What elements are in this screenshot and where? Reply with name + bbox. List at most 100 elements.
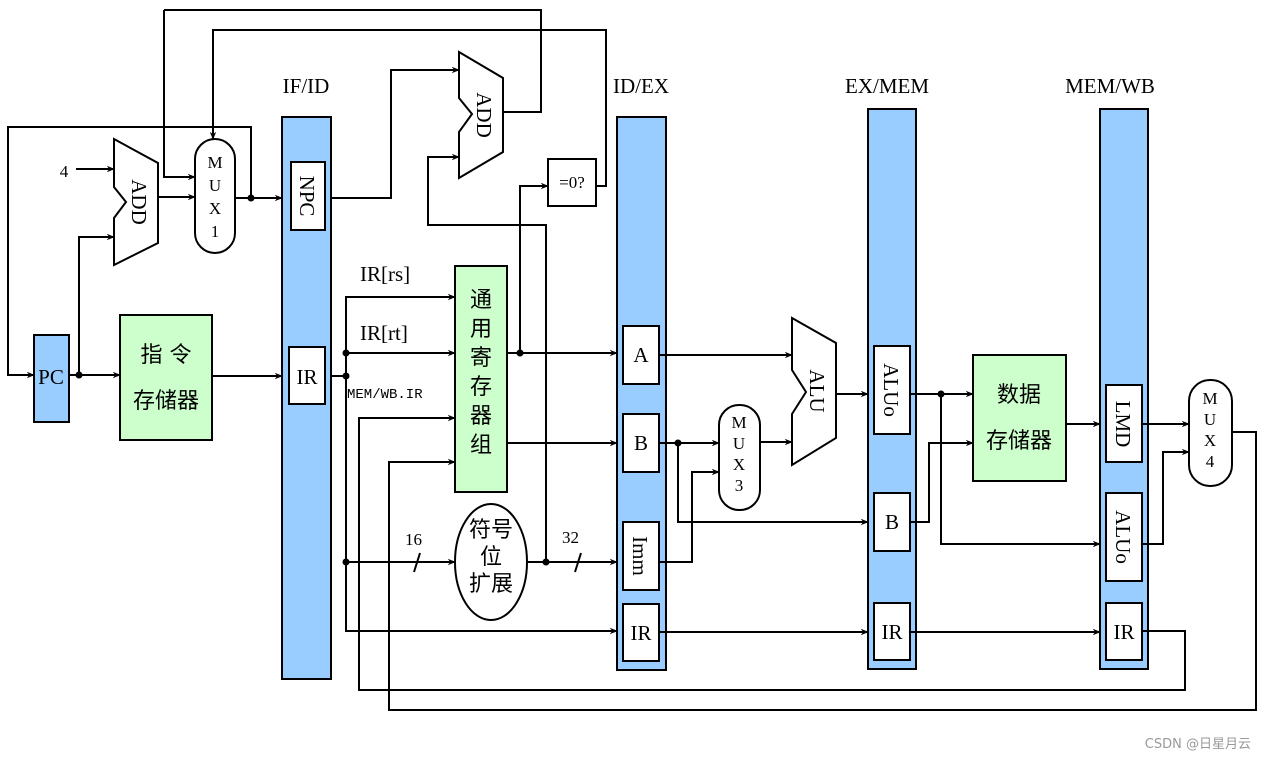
if-id-npc-box [290,161,326,231]
wire-imm-to-mux3 [659,468,720,563]
ex-mem-aluo-box [873,345,911,435]
mem-wb-label: MEM/WB [1065,74,1155,98]
mux1-letter-1: 1 [211,222,220,241]
junction-aluo-out [937,390,945,398]
sign-extend-line3: 扩展 [469,572,513,597]
ex-mem-label: EX/MEM [845,74,929,98]
wire-ir-bus-down [345,376,618,635]
register-file-char-2: 用 [470,317,492,342]
pc-adder-label: ADD [127,179,151,225]
mem-wb-lmd-label: LMD [1111,401,1135,448]
mux3 [718,404,761,511]
ex-mem-b-label: B [885,510,899,534]
wire-ir-bus [331,293,456,377]
register-file-char-5: 器 [470,404,492,429]
if-id-label: IF/ID [283,74,330,98]
mux4-letter-x: X [1204,431,1216,450]
junction-ir-rt [342,349,350,357]
wire-npc-to-branch-adder [331,66,460,199]
junction-ir-sign [342,558,350,566]
mux1-letter-m: M [207,153,222,172]
bus-slash-32 [574,552,582,573]
id-ex-label: ID/EX [613,74,669,98]
id-ex-imm-box [622,521,660,591]
pc-label: PC [38,365,64,389]
mem-wb-ir-label: IR [1114,620,1135,644]
bus-slash-16 [413,552,421,573]
ex-mem-b-box [873,492,911,552]
if-id-ir-box [288,346,326,405]
const-4-label: 4 [60,162,69,181]
id-ex-ir-box [622,603,660,662]
id-ex-imm-label: Imm [628,536,652,576]
wire-b-to-exmem-b [677,443,869,526]
register-file-char-3: 寄 [470,346,492,371]
wire-exmem-b-to-datamem [910,439,974,523]
mux3-letter-3: 3 [735,476,744,495]
register-file-char-4: 存 [470,375,492,400]
ex-mem-ir-label: IR [882,620,903,644]
ex-mem-aluo-label: ALUo [879,363,903,417]
wire-npc-feedback-to-mux1 [164,9,542,113]
wire-writeback-data-to-regfile [388,431,1257,711]
zero-test [547,158,597,207]
wire-memwb-ir-to-regfile [358,414,1186,691]
data-memory-line2: 存储器 [986,429,1052,454]
ir-rs-label: IR[rs] [360,262,410,286]
pc-adder [113,137,159,267]
mux3-letter-u: U [733,434,745,453]
wire-zero-to-mux1-select [209,29,607,187]
sign-extend-line1: 符号 [469,518,513,543]
width-32-label: 32 [562,528,579,547]
mux1-letter-u: U [209,176,221,195]
mem-wb-lmd-box [1105,384,1143,463]
data-memory [972,354,1067,482]
pc-register [33,334,70,423]
if-id-ir-label: IR [297,365,318,389]
id-ex-b-label: B [634,431,648,455]
instruction-memory-line1: 指 令 [141,343,192,368]
branch-adder-label: ADD [472,92,496,138]
junction-a-out [516,349,524,357]
watermark: CSDN @日星月云 [1145,737,1251,752]
mem-wb-aluo-box [1105,492,1143,582]
id-ex-b-box [622,413,660,473]
mem-wb-ir-signal-label: MEM/WB.IR [347,387,423,403]
junction-pc-out [75,371,83,379]
mux3-letter-x: X [733,455,745,474]
if-id-npc-label: NPC [295,176,319,217]
mux3-letter-m: M [731,413,746,432]
register-file-char-6: 组 [470,433,492,458]
mux4-letter-4: 4 [1206,452,1215,471]
wire-mux1-to-pc [7,126,252,379]
zero-test-label: =0? [559,173,585,192]
wire-a-to-zero-test [519,182,549,353]
id-ex-a-label: A [633,343,649,367]
instruction-memory [119,314,213,441]
register-file [454,265,508,493]
junction-mux1-out [247,194,255,202]
wire-branch-target-to-mux1 [163,10,196,181]
mux1-letter-x: X [209,199,221,218]
instruction-memory-line2: 存储器 [133,389,199,414]
mem-wb-ir-box [1105,602,1143,661]
junction-ir-out [342,372,350,380]
id-ex-a-box [622,325,660,385]
alu-label: ALU [805,369,829,412]
mux4-letter-u: U [1204,410,1216,429]
junction-b-out [674,439,682,447]
register-file-char-1: 通 [470,288,492,313]
wire-memwb-aluo-to-mux4 [1142,448,1190,545]
mux4-letter-m: M [1202,389,1217,408]
mem-wb-aluo-label: ALUo [1111,510,1135,564]
wire-pc-to-adder [78,233,115,375]
ir-rt-label: IR[rt] [360,321,408,345]
id-ex-ir-label: IR [631,621,652,645]
ex-mem-ir-box [873,602,911,661]
junction-imm-out [542,558,550,566]
wire-imm-to-branch-adder [427,153,547,562]
sign-extend-line2: 位 [480,545,502,570]
data-memory-line1: 数据 [997,383,1041,408]
width-16-label: 16 [405,530,422,549]
